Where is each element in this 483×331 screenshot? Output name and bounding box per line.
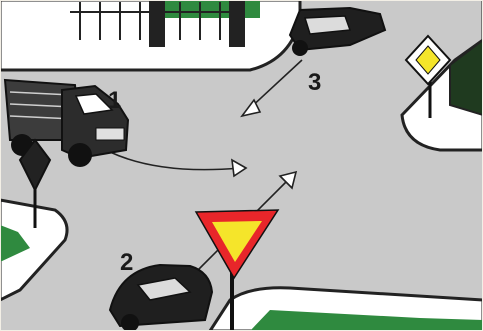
car-3-label: 3 <box>308 69 321 96</box>
car-2-label: 2 <box>120 249 133 276</box>
top-left-block <box>0 0 300 70</box>
truck-label: 1 <box>108 87 121 114</box>
